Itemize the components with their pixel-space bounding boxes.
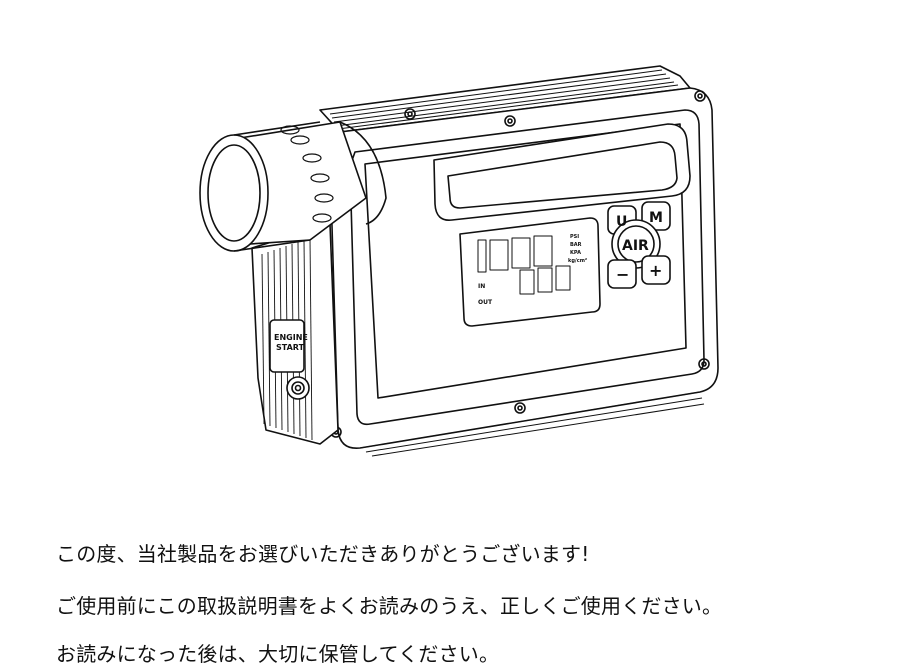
start-label: START [276,343,305,352]
product-illustration: ENGINE START U M AIR − + IN OUT PSI BAR … [199,65,719,457]
intro-thanks-line: この度、当社製品をお選びいただきありがとうございます! [56,542,590,566]
intro-keep-manual-line: お読みになった後は、大切に保管してください。 [56,642,500,666]
u-button-label[interactable]: U [616,214,627,230]
air-button-label[interactable]: AIR [622,238,649,254]
lcd-display [459,217,601,327]
lcd-out-label: OUT [478,299,493,306]
lcd-psi-label: PSI [570,234,579,240]
minus-button-label[interactable]: − [616,265,629,284]
flashlight [199,121,387,252]
m-button-label[interactable]: M [649,210,663,226]
engine-start-button[interactable] [269,319,305,373]
lcd-in-label: IN [478,283,485,290]
top-ridge-lines [329,69,679,130]
plus-button-label[interactable]: + [649,261,662,280]
engine-label: ENGINE [274,333,308,342]
screw-icons [330,90,710,438]
port-icon [286,376,310,400]
lcd-kgfcm2-label: kg/cm² [568,258,587,264]
control-buttons [607,201,671,289]
lcd-bar-label: BAR [570,242,582,248]
lcd-kpa-label: KPA [570,250,581,256]
intro-read-manual-line: ご使用前にこの取扱説明書をよくお読みのうえ、正しくご使用ください。 [56,594,723,618]
